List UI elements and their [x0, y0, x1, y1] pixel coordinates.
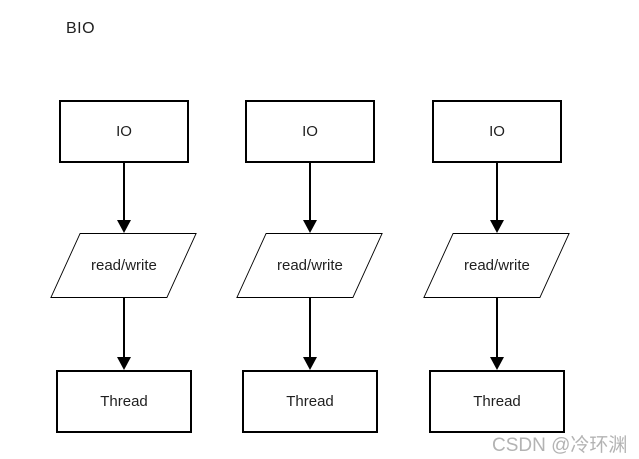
arrow-io-to-readwrite: [303, 163, 317, 233]
flow-column-3: IO read/write Thread: [423, 100, 570, 434]
flow-column-1: IO read/write Thread: [50, 100, 197, 434]
csdn-watermark: CSDN @冷环渊: [492, 435, 628, 456]
thread-node: Thread: [429, 370, 565, 433]
readwrite-node-label: read/write: [276, 257, 343, 274]
thread-node: Thread: [242, 370, 378, 433]
readwrite-node: read/write: [236, 233, 383, 298]
io-node: IO: [59, 100, 189, 163]
arrow-head-icon: [303, 220, 317, 233]
arrow-shaft: [123, 298, 125, 358]
arrow-io-to-readwrite: [490, 163, 504, 233]
io-node: IO: [432, 100, 562, 163]
readwrite-node-label: read/write: [90, 257, 157, 274]
arrow-shaft: [496, 298, 498, 358]
page-title: BIO: [66, 20, 96, 37]
thread-node-label: Thread: [473, 393, 521, 410]
readwrite-node: read/write: [423, 233, 570, 298]
arrow-head-icon: [117, 220, 131, 233]
io-node: IO: [245, 100, 375, 163]
arrow-readwrite-to-thread: [117, 298, 131, 370]
io-node-label: IO: [489, 123, 505, 140]
arrow-head-icon: [490, 220, 504, 233]
thread-node-label: Thread: [286, 393, 334, 410]
arrow-shaft: [496, 163, 498, 221]
arrow-shaft: [123, 163, 125, 221]
arrow-shaft: [309, 298, 311, 358]
arrow-head-icon: [117, 357, 131, 370]
arrow-head-icon: [490, 357, 504, 370]
arrow-io-to-readwrite: [117, 163, 131, 233]
arrow-head-icon: [303, 357, 317, 370]
io-node-label: IO: [302, 123, 318, 140]
thread-node-label: Thread: [100, 393, 148, 410]
arrow-readwrite-to-thread: [490, 298, 504, 370]
readwrite-node: read/write: [50, 233, 197, 298]
thread-node: Thread: [56, 370, 192, 433]
flow-column-2: IO read/write Thread: [236, 100, 383, 434]
io-node-label: IO: [116, 123, 132, 140]
arrow-shaft: [309, 163, 311, 221]
readwrite-node-label: read/write: [463, 257, 530, 274]
arrow-readwrite-to-thread: [303, 298, 317, 370]
